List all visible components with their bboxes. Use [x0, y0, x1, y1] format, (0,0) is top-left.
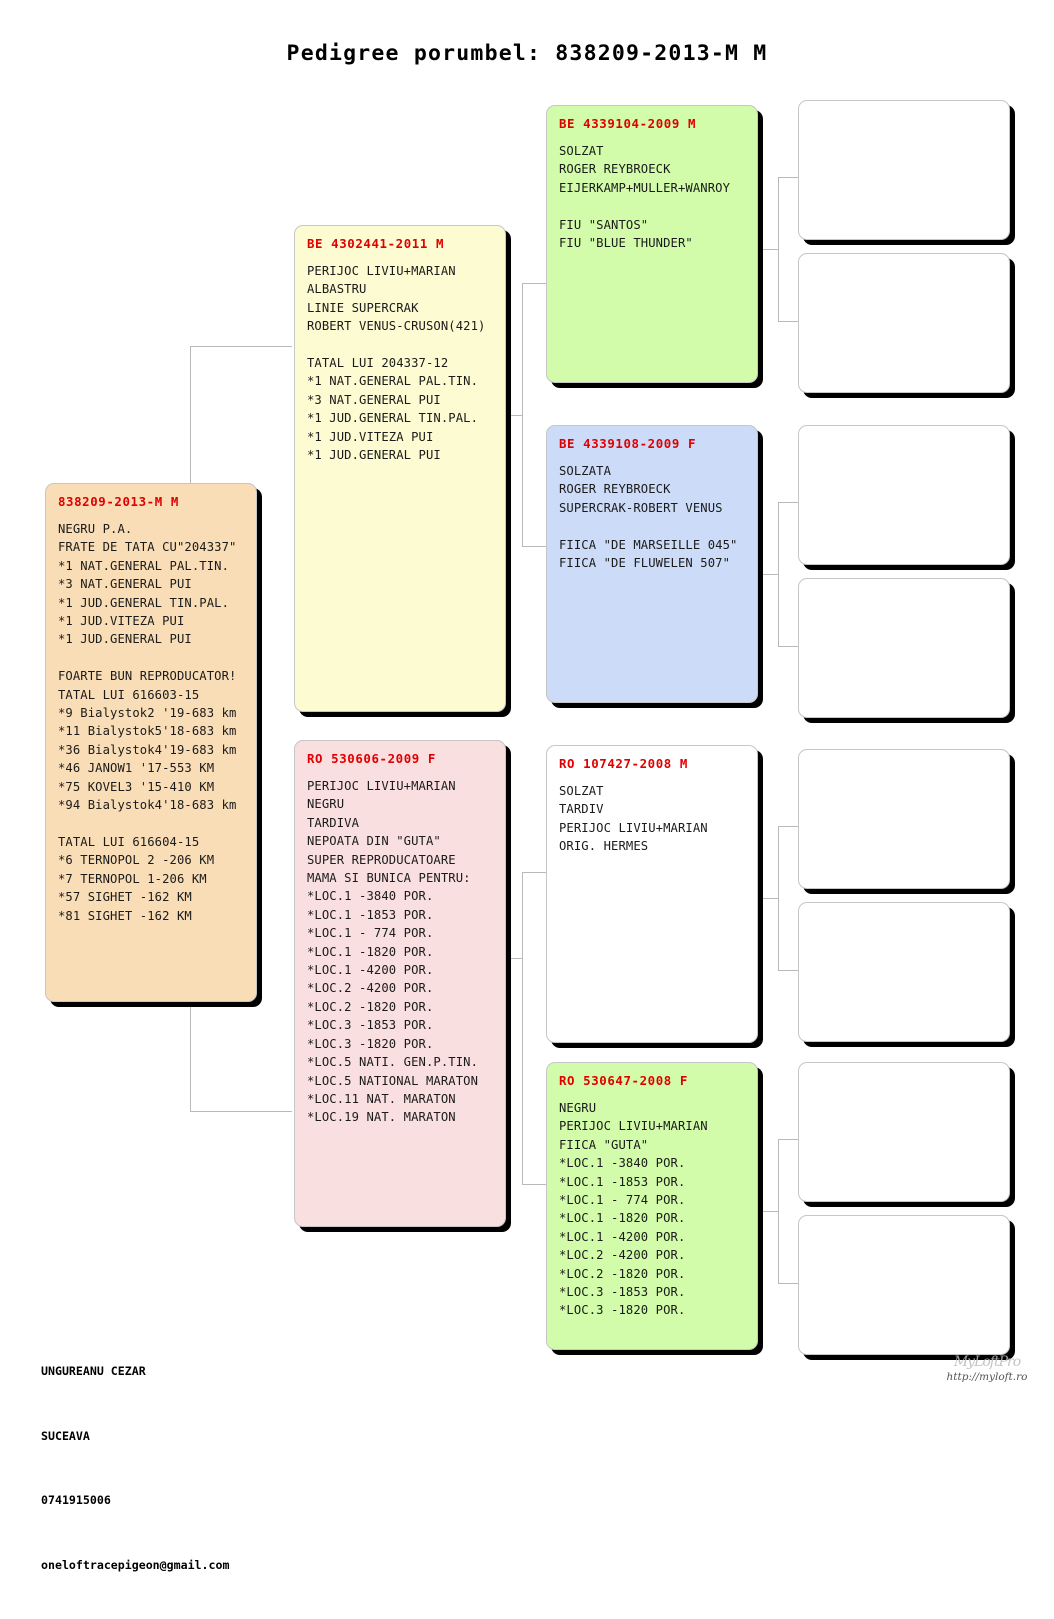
- connector-pgm-vertical: [778, 502, 779, 646]
- card-paternal-grandmother-details: SOLZATA ROGER REYBROECK SUPERCRAK-ROBERT…: [559, 464, 738, 571]
- connector-mother-out: [500, 958, 522, 959]
- card-great-grandparent-1[interactable]: [798, 100, 1010, 240]
- card-maternal-grandfather-id: RO 107427-2008 M: [559, 756, 688, 771]
- card-great-grandparent-7[interactable]: [798, 1062, 1010, 1202]
- card-subject[interactable]: 838209-2013-M M NEGRU P.A. FRATE DE TATA…: [45, 483, 257, 1002]
- connector-to-maternal-grandfather: [522, 872, 546, 873]
- connector-pgf-vertical: [778, 177, 779, 321]
- connector-to-ggp-2: [778, 321, 798, 322]
- card-paternal-grandfather-details: SOLZAT ROGER REYBROECK EIJERKAMP+MULLER+…: [559, 144, 731, 251]
- card-maternal-grandfather-details: SOLZAT TARDIV PERIJOC LIVIU+MARIAN ORIG.…: [559, 784, 708, 854]
- card-great-grandparent-5[interactable]: [798, 749, 1010, 889]
- card-father-id: BE 4302441-2011 M: [307, 236, 445, 251]
- owner-info: UNGUREANU CEZAR SUCEAVA 0741915006 onelo…: [41, 1318, 229, 1619]
- card-maternal-grandfather[interactable]: RO 107427-2008 M SOLZAT TARDIV PERIJOC L…: [546, 745, 758, 1043]
- card-paternal-grandfather-id: BE 4339104-2009 M: [559, 116, 697, 131]
- card-paternal-grandmother-id: BE 4339108-2009 F: [559, 436, 697, 451]
- connector-pgf-out: [756, 249, 778, 250]
- connector-to-ggp-8: [778, 1283, 798, 1284]
- connector-to-ggp-5: [778, 826, 798, 827]
- card-great-grandparent-8[interactable]: [798, 1215, 1010, 1355]
- page-title: Pedigree porumbel: 838209-2013-M M: [286, 41, 768, 66]
- connector-to-mother: [190, 1111, 292, 1112]
- owner-phone: 0741915006: [41, 1493, 111, 1507]
- card-subject-id: 838209-2013-M M: [58, 494, 179, 509]
- card-father[interactable]: BE 4302441-2011 M PERIJOC LIVIU+MARIAN A…: [294, 225, 506, 712]
- card-great-grandparent-2[interactable]: [798, 253, 1010, 393]
- card-great-grandparent-3[interactable]: [798, 425, 1010, 565]
- connector-father-vertical: [522, 283, 523, 546]
- card-maternal-grandmother-id: RO 530647-2008 F: [559, 1073, 688, 1088]
- card-maternal-grandmother[interactable]: RO 530647-2008 F NEGRU PERIJOC LIVIU+MAR…: [546, 1062, 758, 1350]
- connector-to-ggp-1: [778, 177, 798, 178]
- watermark-url: http://myloft.ro: [946, 1371, 1028, 1383]
- connector-mgm-vertical: [778, 1139, 779, 1283]
- owner-name: UNGUREANU CEZAR: [41, 1364, 146, 1378]
- card-father-details: PERIJOC LIVIU+MARIAN ALBASTRU LINIE SUPE…: [307, 264, 486, 463]
- connector-to-ggp-3: [778, 502, 798, 503]
- connector-pgm-out: [756, 574, 778, 575]
- connector-to-ggp-4: [778, 646, 798, 647]
- connector-to-paternal-grandfather: [522, 283, 546, 284]
- card-maternal-grandmother-details: NEGRU PERIJOC LIVIU+MARIAN FIICA "GUTA" …: [559, 1101, 708, 1318]
- connector-to-maternal-grandmother: [522, 1184, 546, 1185]
- connector-mgf-vertical: [778, 826, 779, 970]
- owner-email: oneloftracepigeon@gmail.com: [41, 1557, 230, 1572]
- card-mother-id: RO 530606-2009 F: [307, 751, 436, 766]
- watermark: MyLoftPro http://myloft.ro: [932, 1355, 1042, 1383]
- connector-mgm-out: [756, 1211, 778, 1212]
- card-paternal-grandfather[interactable]: BE 4339104-2009 M SOLZAT ROGER REYBROECK…: [546, 105, 758, 383]
- connector-to-ggp-7: [778, 1139, 798, 1140]
- card-mother-details: PERIJOC LIVIU+MARIAN NEGRU TARDIVA NEPOA…: [307, 779, 479, 1125]
- card-subject-details: NEGRU P.A. FRATE DE TATA CU"204337" *1 N…: [58, 522, 237, 923]
- card-great-grandparent-4[interactable]: [798, 578, 1010, 718]
- owner-city: SUCEAVA: [41, 1428, 90, 1443]
- connector-to-ggp-6: [778, 970, 798, 971]
- card-great-grandparent-6[interactable]: [798, 902, 1010, 1042]
- connector-mgf-out: [756, 898, 778, 899]
- card-paternal-grandmother[interactable]: BE 4339108-2009 F SOLZATA ROGER REYBROEC…: [546, 425, 758, 703]
- connector-father-out: [500, 415, 522, 416]
- card-mother[interactable]: RO 530606-2009 F PERIJOC LIVIU+MARIAN NE…: [294, 740, 506, 1227]
- myloft-logo-icon: MyLoftPro: [953, 1354, 1021, 1370]
- pedigree-page: Pedigree porumbel: 838209-2013-M M 83820…: [41, 41, 1042, 1572]
- connector-to-paternal-grandmother: [522, 546, 546, 547]
- connector-mother-vertical: [522, 872, 523, 1184]
- connector-to-father: [190, 346, 292, 347]
